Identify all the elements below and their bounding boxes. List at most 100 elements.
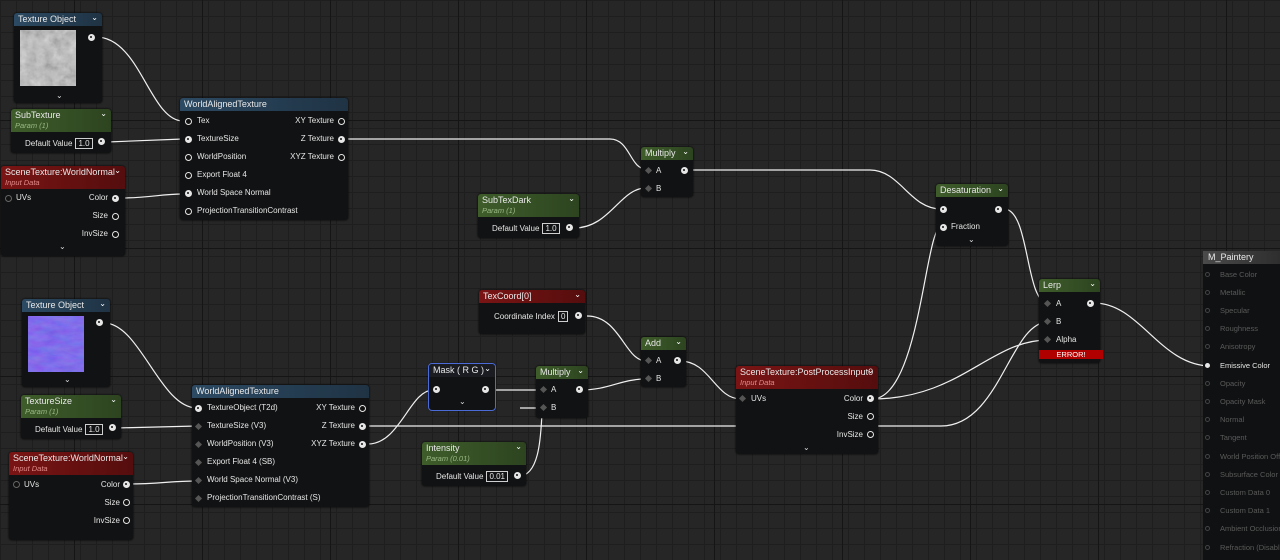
- material-pin-anisotropy[interactable]: Anisotropy: [1205, 342, 1255, 351]
- material-pin-specular[interactable]: Specular: [1205, 306, 1250, 315]
- output-pin-icon[interactable]: [867, 413, 874, 420]
- mask-rg-node[interactable]: Mask ( R G ) ⌄ ⌄: [428, 363, 496, 411]
- output-pin-icon[interactable]: [681, 167, 688, 174]
- input-pin-icon[interactable]: [194, 422, 203, 431]
- chevron-down-icon[interactable]: ⌄: [100, 109, 107, 118]
- expand-icon[interactable]: ⌄: [803, 443, 810, 452]
- expand-icon[interactable]: ⌄: [459, 397, 466, 406]
- material-pin-opacity[interactable]: Opacity: [1205, 379, 1245, 388]
- expand-icon[interactable]: ⌄: [59, 242, 66, 251]
- input-pin-icon[interactable]: [940, 224, 947, 231]
- input-pin-icon[interactable]: [644, 166, 653, 175]
- chevron-down-icon[interactable]: ⌄: [110, 395, 117, 404]
- input-pin-icon[interactable]: [644, 356, 653, 365]
- multiply-node[interactable]: Multiply ⌄ A B: [641, 147, 693, 197]
- input-pin-icon[interactable]: [940, 206, 947, 213]
- output-pin-icon[interactable]: [112, 195, 119, 202]
- input-pin-icon[interactable]: [185, 118, 192, 125]
- input-pin-icon[interactable]: [738, 394, 747, 403]
- chevron-down-icon[interactable]: ⌄: [682, 147, 689, 156]
- texture-object-node[interactable]: Texture Object ⌄ ⌄: [14, 13, 102, 103]
- chevron-down-icon[interactable]: ⌄: [99, 299, 106, 308]
- multiply-node[interactable]: Multiply ⌄ A B: [536, 366, 588, 418]
- add-node[interactable]: Add ⌄ A B: [641, 337, 686, 387]
- output-pin-icon[interactable]: [112, 213, 119, 220]
- output-pin-icon[interactable]: [338, 154, 345, 161]
- output-pin-icon[interactable]: [514, 472, 521, 479]
- output-pin-icon[interactable]: [338, 118, 345, 125]
- expand-icon[interactable]: ⌄: [968, 235, 975, 244]
- input-pin-icon[interactable]: [539, 385, 548, 394]
- input-pin-icon[interactable]: [185, 154, 192, 161]
- material-pin-custom-data-1[interactable]: Custom Data 1: [1205, 506, 1270, 515]
- material-pin-refraction[interactable]: Refraction (Disabled): [1205, 543, 1280, 552]
- output-pin-icon[interactable]: [566, 224, 573, 231]
- expand-icon[interactable]: ⌄: [64, 375, 71, 384]
- chevron-down-icon[interactable]: ⌄: [997, 184, 1004, 193]
- output-pin-icon[interactable]: [123, 481, 130, 488]
- material-pin-custom-data-0[interactable]: Custom Data 0: [1205, 488, 1270, 497]
- input-pin-icon[interactable]: [5, 195, 12, 202]
- chevron-down-icon[interactable]: ⌄: [114, 166, 121, 175]
- material-pin-opacity-mask[interactable]: Opacity Mask: [1205, 397, 1265, 406]
- output-pin-icon[interactable]: [995, 206, 1002, 213]
- input-pin-icon[interactable]: [1043, 317, 1052, 326]
- input-pin-icon[interactable]: [194, 494, 203, 503]
- expand-icon[interactable]: ⌄: [56, 91, 63, 100]
- chevron-down-icon[interactable]: ⌄: [568, 194, 575, 203]
- output-pin-icon[interactable]: [576, 386, 583, 393]
- material-result-node[interactable]: M_Paintery Base Color Metallic Specular …: [1203, 251, 1280, 560]
- output-pin-icon[interactable]: [109, 424, 116, 431]
- input-pin-icon[interactable]: [185, 136, 192, 143]
- material-pin-emissive-color[interactable]: Emissive Color: [1205, 361, 1270, 370]
- texture-object-node[interactable]: Texture Object ⌄ ⌄: [22, 299, 110, 387]
- material-pin-ambient-occlusion[interactable]: Ambient Occlusion: [1205, 524, 1280, 533]
- output-pin-icon[interactable]: [359, 441, 366, 448]
- material-pin-subsurface-color[interactable]: Subsurface Color: [1205, 470, 1278, 479]
- input-pin-icon[interactable]: [185, 208, 192, 215]
- input-pin-icon[interactable]: [1043, 335, 1052, 344]
- world-aligned-texture-node[interactable]: WorldAlignedTexture Tex TextureSize Worl…: [180, 98, 348, 220]
- output-pin-icon[interactable]: [482, 386, 489, 393]
- input-pin-icon[interactable]: [539, 403, 548, 412]
- output-pin-icon[interactable]: [338, 136, 345, 143]
- material-pin-normal[interactable]: Normal: [1205, 415, 1244, 424]
- output-pin-icon[interactable]: [359, 405, 366, 412]
- output-pin-icon[interactable]: [88, 34, 95, 41]
- output-pin-icon[interactable]: [867, 431, 874, 438]
- chevron-down-icon[interactable]: ⌄: [122, 452, 129, 461]
- input-pin-icon[interactable]: [194, 476, 203, 485]
- input-pin-icon[interactable]: [644, 374, 653, 383]
- input-pin-icon[interactable]: [644, 184, 653, 193]
- output-pin-icon[interactable]: [867, 395, 874, 402]
- output-pin-icon[interactable]: [96, 319, 103, 326]
- input-pin-icon[interactable]: [433, 386, 440, 393]
- output-pin-icon[interactable]: [359, 423, 366, 430]
- chevron-down-icon[interactable]: ⌄: [91, 13, 98, 22]
- input-pin-icon[interactable]: [194, 458, 203, 467]
- output-pin-icon[interactable]: [1087, 300, 1094, 307]
- output-pin-icon[interactable]: [112, 231, 119, 238]
- desaturation-node[interactable]: Desaturation ⌄ Fraction ⌄: [936, 184, 1008, 246]
- chevron-down-icon[interactable]: ⌄: [484, 364, 491, 373]
- world-aligned-texture-node[interactable]: WorldAlignedTexture TextureObject (T2d) …: [192, 385, 369, 507]
- chevron-down-icon[interactable]: ⌄: [675, 337, 682, 346]
- input-pin-icon[interactable]: [195, 405, 202, 412]
- output-pin-icon[interactable]: [674, 357, 681, 364]
- output-pin-icon[interactable]: [123, 517, 130, 524]
- material-pin-world-position-offset[interactable]: World Position Offset: [1205, 452, 1280, 461]
- chevron-down-icon[interactable]: ⌄: [1089, 279, 1096, 288]
- material-pin-base-color[interactable]: Base Color: [1205, 270, 1257, 279]
